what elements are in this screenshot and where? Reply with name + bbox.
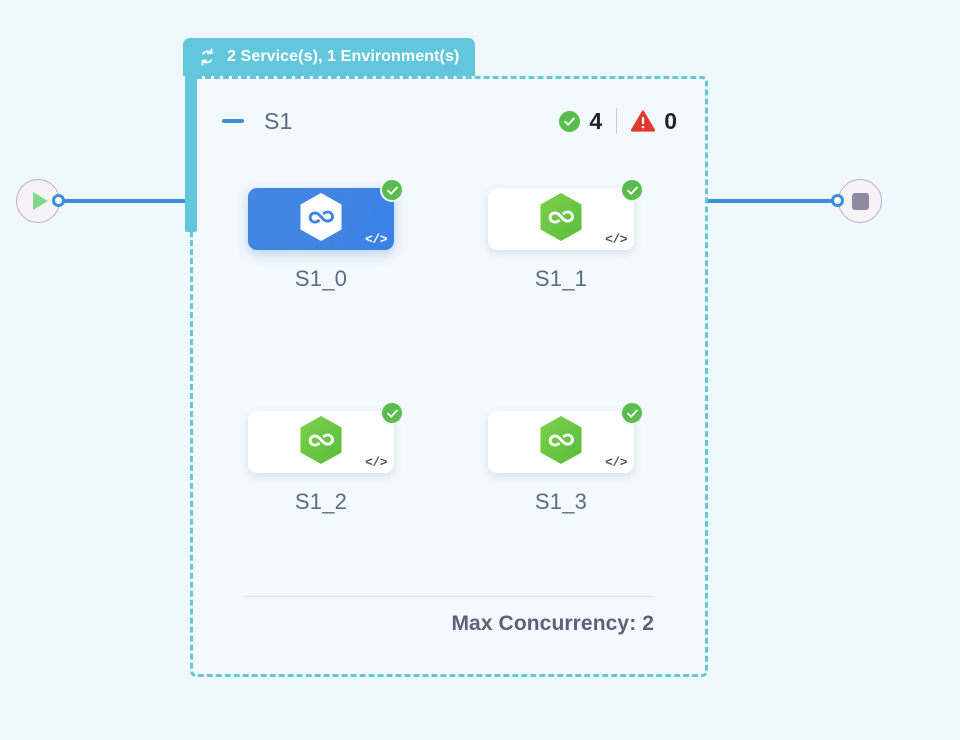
service-cell: </> S1_3 [461,401,661,515]
ok-count: 4 [589,107,603,134]
service-hexagon-icon [536,191,586,248]
group-footer-divider [244,596,654,597]
service-card-s1-1[interactable]: </> [488,178,644,250]
service-hexagon-icon [536,414,586,471]
status-divider [616,108,618,134]
service-label-s1-2: S1_2 [294,489,348,514]
code-icon[interactable]: </> [365,455,387,470]
code-icon[interactable]: </> [365,232,387,247]
service-group-container[interactable] [190,76,708,677]
service-card-s1-0[interactable]: </> [248,178,404,250]
check-circle-icon [380,401,404,425]
max-concurrency-label: Max Concurrency: 2 [451,612,654,635]
service-label-s1-3: S1_3 [534,489,588,514]
check-circle-icon [620,178,644,202]
connector-start-to-group [60,199,190,203]
check-circle-icon [380,178,404,202]
service-label-s1-1: S1_1 [534,266,588,291]
service-card-s1-3[interactable]: </> [488,401,644,473]
warning-triangle-icon [631,110,656,132]
service-cell: </> S1_1 [461,178,661,292]
group-header-row: S1 4 0 [222,104,677,138]
connector-group-to-end [707,199,835,203]
end-node-input-handle[interactable] [831,194,844,207]
start-node-output-handle[interactable] [52,194,65,207]
service-cell: </> S1_2 [221,401,421,515]
minus-icon[interactable] [222,119,244,123]
warn-count: 0 [664,107,677,134]
ok-status-group: 4 [559,108,602,135]
check-circle-icon [620,401,644,425]
group-tab-header[interactable]: 2 Service(s), 1 Environment(s) [183,38,476,76]
stop-icon [851,192,869,210]
service-card-s1-2[interactable]: </> [248,401,404,473]
code-icon[interactable]: </> [605,455,627,470]
service-hexagon-icon [296,414,346,471]
play-icon [33,192,48,210]
service-label-s1-0: S1_0 [294,266,348,291]
service-hexagon-icon [296,191,346,248]
service-cell: </> S1_0 [221,178,421,292]
code-icon[interactable]: </> [605,232,627,247]
check-circle-icon [559,110,581,132]
loop-icon [196,46,218,68]
group-title: S1 [264,107,293,134]
warn-status-group: 0 [631,108,677,135]
group-left-edge-bar [185,40,197,232]
group-tab-label: 2 Service(s), 1 Environment(s) [227,48,460,65]
end-node[interactable] [838,179,882,223]
group-status-cluster: 4 0 [559,108,677,135]
